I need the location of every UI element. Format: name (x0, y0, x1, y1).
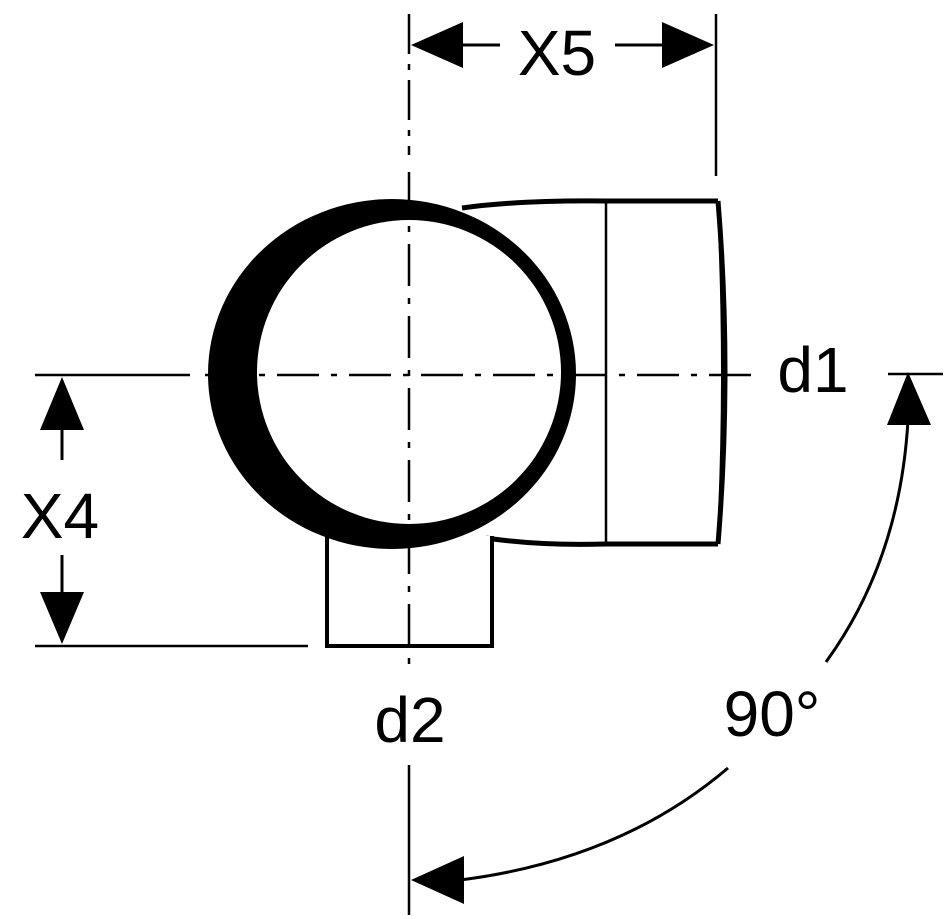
x4-top-arrowhead (40, 377, 84, 430)
x4-label: X4 (21, 480, 99, 552)
outlet-sleeve (461, 198, 728, 547)
d1-label: d1 (777, 334, 848, 406)
sleeve-bottom-edge (485, 535, 718, 547)
x5-label: X5 (518, 17, 596, 89)
x4-dimension (40, 377, 84, 644)
x4-bottom-arrowhead (40, 592, 84, 644)
angle-arc-upper (824, 419, 910, 663)
extension-lines (35, 14, 943, 915)
angle-arc-lower (459, 766, 729, 882)
x5-left-arrowhead (411, 22, 463, 68)
center-lines (205, 172, 755, 665)
sleeve-end-inner (717, 207, 723, 538)
sleeve-end-rim (715, 200, 728, 545)
angle-top-arrowhead (887, 372, 931, 425)
d2-label: d2 (374, 684, 445, 756)
angle-label: 90° (724, 678, 821, 750)
angle-dimension (411, 372, 931, 904)
x5-right-arrowhead (662, 22, 714, 68)
sleeve-top-edge (461, 198, 718, 211)
x5-dimension (411, 22, 714, 68)
angle-left-arrowhead (411, 856, 464, 904)
